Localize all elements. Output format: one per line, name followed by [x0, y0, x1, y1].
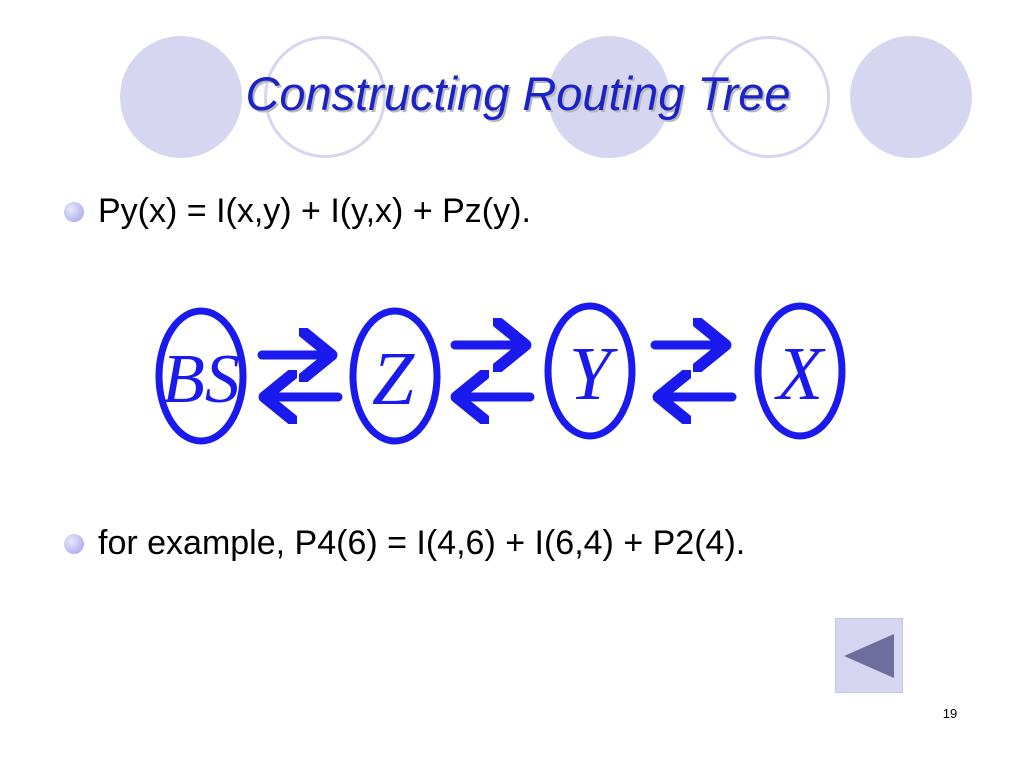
- node-y-label: Y: [569, 332, 619, 416]
- bullet-icon: [64, 533, 84, 554]
- node-bs-label: BS: [162, 341, 240, 418]
- decor-circle-2: [264, 36, 386, 158]
- bullet-item-1: Py(x) = I(x,y) + I(y,x) + Pz(y).: [64, 192, 531, 231]
- node-x: X: [754, 302, 846, 440]
- slide-title: Constructing Routing Tree: [245, 67, 791, 120]
- bullet-icon: [64, 201, 84, 222]
- page-number: 19: [942, 706, 958, 721]
- node-z-label: Z: [372, 337, 415, 421]
- bullet-item-2: for example, P4(6) = I(4,6) + I(6,4) + P…: [64, 524, 745, 563]
- decor-circle-1: [120, 36, 242, 158]
- previous-slide-button[interactable]: [835, 618, 903, 693]
- bullet-text: Py(x) = I(x,y) + I(y,x) + Pz(y).: [98, 192, 531, 230]
- bullet-text: for example, P4(6) = I(4,6) + I(6,4) + P…: [98, 524, 746, 562]
- node-y: Y: [544, 302, 636, 440]
- left-triangle-icon: [844, 633, 894, 678]
- node-z: Z: [349, 307, 441, 445]
- node-x-label: X: [774, 332, 826, 416]
- decor-circle-3: [548, 36, 670, 158]
- decor-circle-5: [850, 36, 972, 158]
- decor-circle-4: [708, 36, 830, 158]
- node-bs: BS: [155, 307, 247, 445]
